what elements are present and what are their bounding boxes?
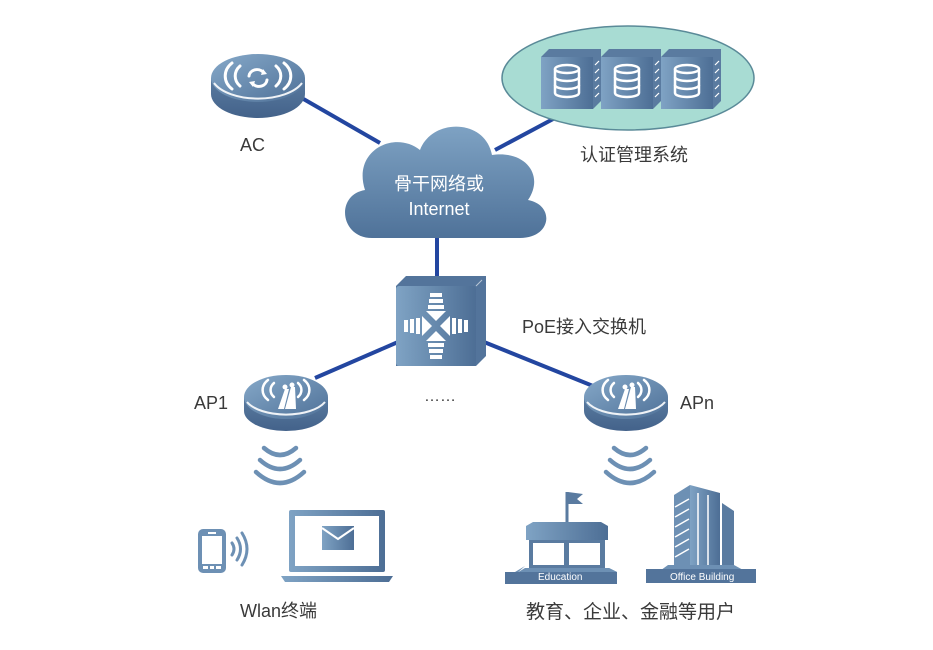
wifi-signal-icon-ap1 xyxy=(253,445,307,486)
auth-system-label: 认证管理系统 xyxy=(580,145,688,165)
ac-label: AC xyxy=(240,135,266,155)
link-ac-cloud xyxy=(299,95,381,145)
link-switch-ap1 xyxy=(314,340,399,380)
link-switch-apn xyxy=(483,340,599,390)
office-building-caption: Office Building xyxy=(670,572,735,583)
switch-icon xyxy=(396,276,486,366)
office-building-icon xyxy=(646,485,756,583)
ellipsis-label: …… xyxy=(424,388,456,405)
cloud-icon xyxy=(345,126,547,238)
education-building-icon xyxy=(505,492,617,584)
education-caption: Education xyxy=(538,572,583,583)
database-server-icon xyxy=(541,49,601,109)
apn-label: APn xyxy=(680,393,715,413)
laptop-icon xyxy=(281,510,393,582)
database-server-icon xyxy=(601,49,661,109)
database-server-icon xyxy=(661,49,721,109)
auth-system-group xyxy=(501,25,755,131)
link-auth-cloud xyxy=(494,116,556,152)
wlan-terminals-label: Wlan终端 xyxy=(240,601,318,621)
links xyxy=(299,95,599,390)
access-point-icon-apn xyxy=(584,375,668,431)
smartphone-icon xyxy=(198,529,249,573)
wifi-signal-icon-apn xyxy=(603,445,657,486)
access-point-icon-ap1 xyxy=(244,375,328,431)
cloud-label-line1: 骨干网络或 xyxy=(394,174,484,194)
switch-label: PoE接入交换机 xyxy=(522,317,647,337)
users-label: 教育、企业、金融等用户 xyxy=(526,602,736,623)
ac-controller-icon xyxy=(211,54,305,118)
ap1-label: AP1 xyxy=(194,393,229,413)
cloud-label-line2: Internet xyxy=(408,199,470,219)
